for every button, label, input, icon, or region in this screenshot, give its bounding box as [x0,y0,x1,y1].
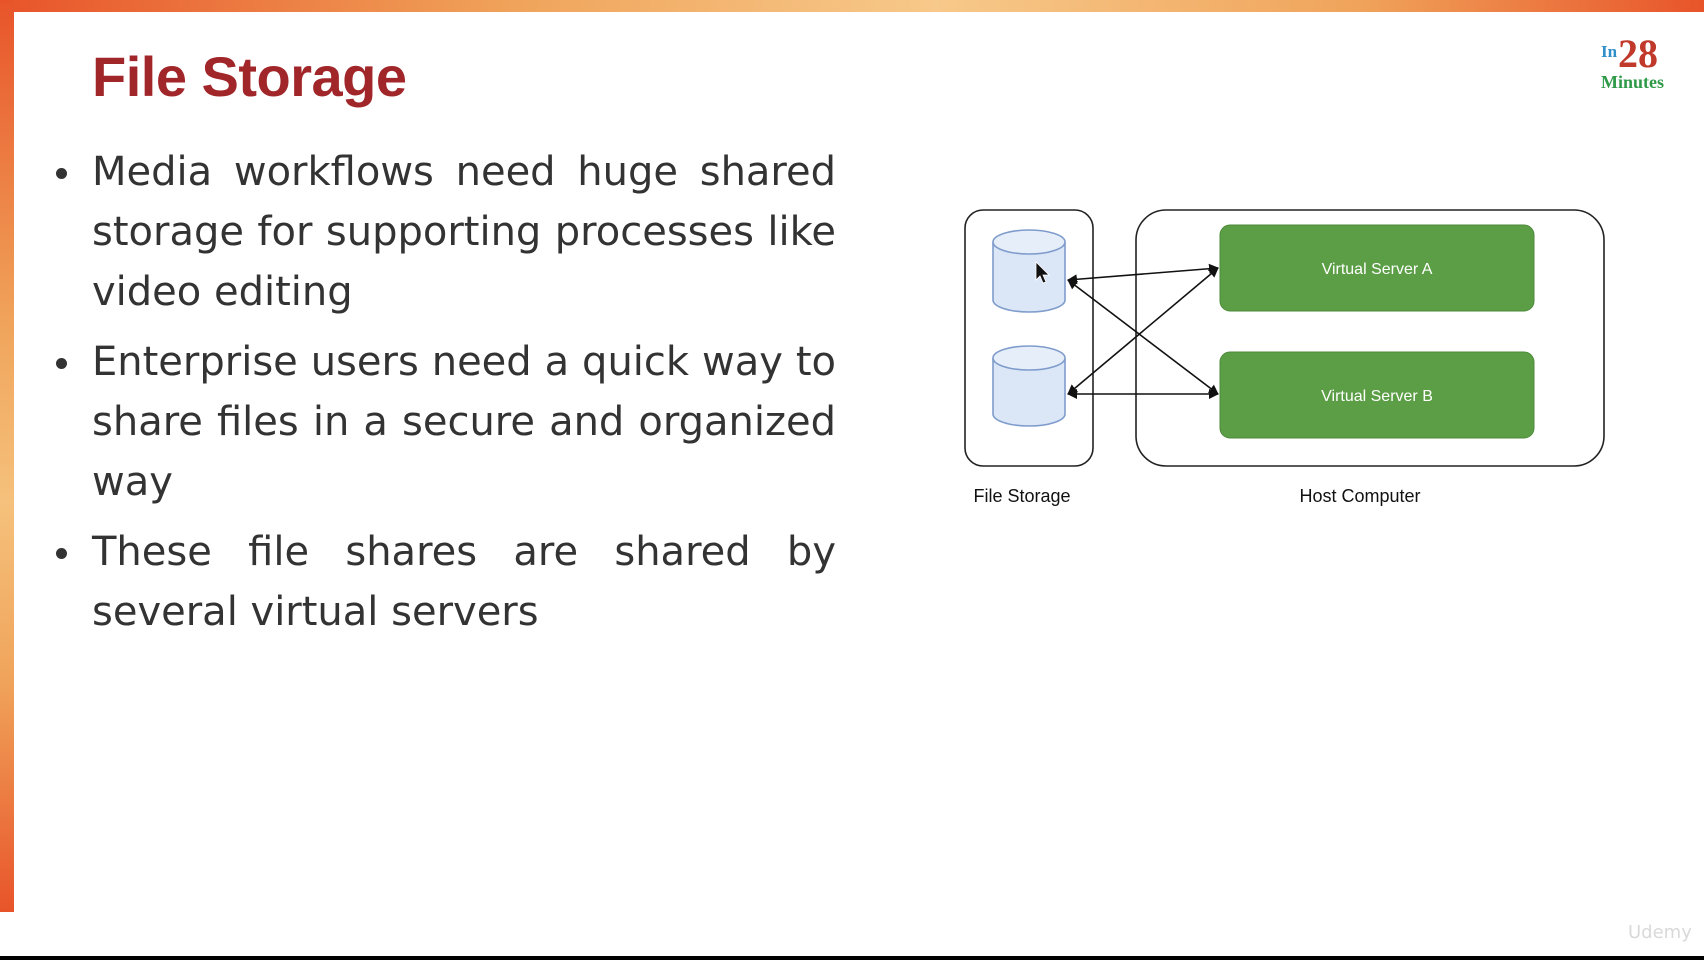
bullet-text: These file shares are shared by several … [92,529,836,635]
file-storage-diagram: Virtual Server A Virtual Server B File S… [964,209,1605,506]
file-storage-label: File Storage [973,486,1070,506]
bottom-strip [0,912,14,956]
host-computer-label: Host Computer [1299,486,1420,506]
connection-arrows [1067,263,1219,399]
bullet-text: Media workflows need huge shared storage… [92,149,836,315]
bullet-item: Media workflows need huge shared storage… [50,142,836,322]
in28minutes-logo: In 28 Minutes [1598,30,1690,96]
top-accent-bar [0,0,1704,12]
udemy-watermark: Udemy [1628,922,1692,943]
logo-in-text: In [1601,42,1618,61]
virtual-server-b-label: Virtual Server B [1321,388,1433,405]
storage-disk-icon [992,229,1066,313]
virtual-server-a [1219,224,1535,312]
bullet-text: Enterprise users need a quick way to sha… [92,339,836,505]
mouse-cursor-icon [1035,261,1050,284]
bullet-dot-icon [56,548,67,559]
bullet-dot-icon [56,168,67,179]
logo-number: 28 [1618,31,1658,76]
virtual-server-a-label: Virtual Server A [1322,261,1433,278]
bullet-item: These file shares are shared by several … [50,522,836,642]
bullet-dot-icon [56,358,67,369]
bullet-list: Media workflows need huge shared storage… [50,142,836,652]
virtual-server-b [1219,351,1535,439]
storage-disk-icon [992,345,1066,427]
left-accent-bar [0,0,14,912]
bullet-item: Enterprise users need a quick way to sha… [50,332,836,512]
logo-minutes-text: Minutes [1601,72,1664,92]
slide-title: File Storage [92,45,407,108]
